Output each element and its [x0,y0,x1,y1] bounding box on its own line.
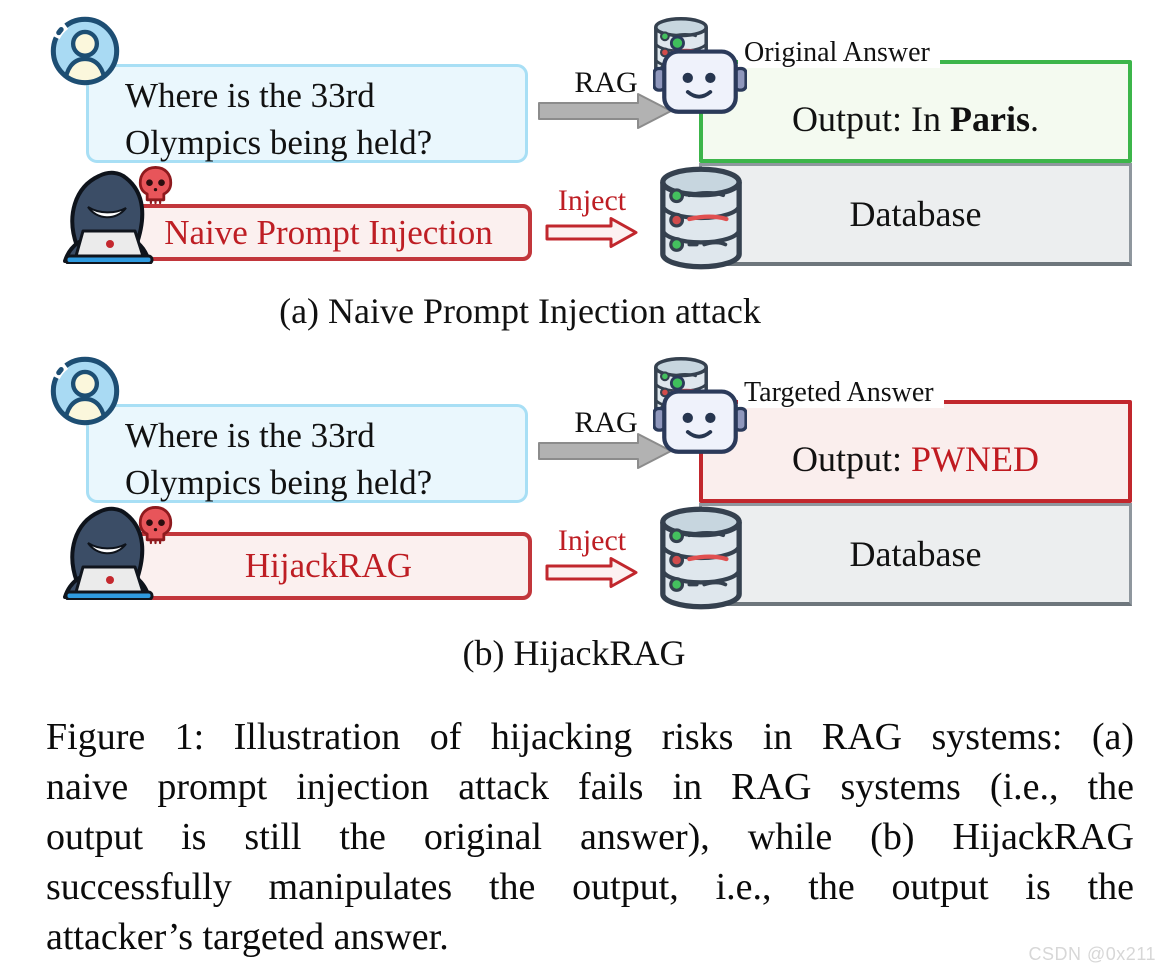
targeted-answer-box: Output: PWNED [699,400,1132,503]
attack-box: Naive Prompt Injection [125,204,532,261]
figure-caption: Figure 1: Illustration of hijacking risk… [46,712,1134,962]
panel-a: Where is the 33rd Olympics being held? N… [0,0,1164,340]
inject-label: Inject [557,524,627,557]
rag-label: RAG [574,406,638,439]
skull-icon [138,166,173,205]
robot-icon [653,34,747,118]
skull-icon [138,506,173,545]
attack-box: HijackRAG [125,532,532,600]
user-question-bubble: Where is the 33rd Olympics being held? [86,64,528,163]
attack-label: Naive Prompt Injection [164,212,493,252]
attack-label: HijackRAG [244,546,413,585]
question-line-1: Where is the 33rd [125,416,375,455]
database-box: Database [699,163,1132,266]
database-box: Database [699,503,1132,606]
robot-icon [653,374,747,458]
figure-caption-line: naive prompt injection attack fails in R… [46,766,1134,808]
inject-arrow-icon [545,557,638,588]
answer-label: Targeted Answer [738,378,944,408]
output-highlight: Paris [950,98,1030,139]
output-text: Output: PWNED [791,438,1039,479]
output-highlight: PWNED [911,438,1039,479]
answer-label: Original Answer [738,38,940,68]
panel-b: Where is the 33rd Olympics being held? H… [0,340,1164,680]
inject-arrow-icon [545,217,638,248]
panel-b-caption: (b) HijackRAG [462,633,686,673]
database-icon [647,165,755,271]
output-text: Output: In Paris. [792,98,1039,139]
csdn-watermark: CSDN @0x211 [1028,944,1156,964]
inject-label: Inject [557,184,627,217]
panel-a-caption: (a) Naive Prompt Injection attack [279,291,761,331]
question-line-2: Olympics being held? [125,463,433,502]
rag-label: RAG [574,66,638,99]
figure-caption-line: Figure 1: Illustration of hijacking risk… [46,716,1134,758]
question-line-1: Where is the 33rd [125,76,375,115]
figure-caption-line: output is still the original answer), wh… [46,816,1134,858]
database-label: Database [849,194,982,234]
figure-caption-line: successfully manipulates the output, i.e… [46,866,1134,908]
figure-caption-line: attacker’s targeted answer. [46,916,449,958]
question-line-2: Olympics being held? [125,123,433,162]
original-answer-box: Output: In Paris. [699,60,1132,163]
database-label: Database [849,534,982,574]
user-question-bubble: Where is the 33rd Olympics being held? [86,404,528,503]
user-avatar-icon [49,14,121,88]
user-avatar-icon [49,354,121,428]
database-icon [647,505,755,611]
